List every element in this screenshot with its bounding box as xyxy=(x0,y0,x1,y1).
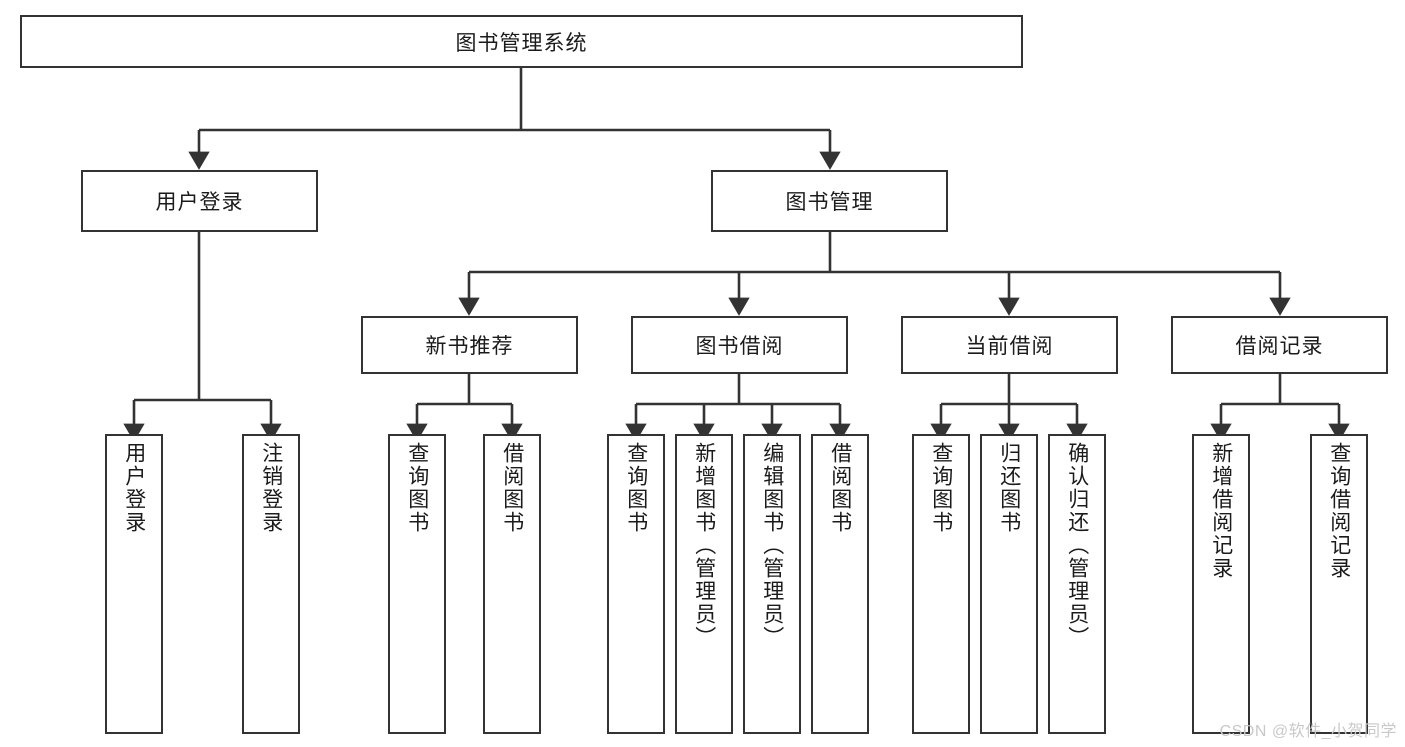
node-label: 图书借阅 xyxy=(695,335,784,358)
node-label: 当前借阅 xyxy=(965,335,1054,358)
node-label: 查询借阅记录 xyxy=(1327,442,1351,580)
node-label: 图书管理系统 xyxy=(455,31,588,55)
node-label: 借阅记录 xyxy=(1235,335,1324,358)
node-leaf-borrow-book-recommendation[interactable]: 借阅图书 xyxy=(483,434,541,734)
node-label: 注销登录 xyxy=(259,442,283,534)
node-label: 图书管理 xyxy=(785,191,874,214)
node-label: 新书推荐 xyxy=(425,335,514,358)
node-label: 新增图书（管理员） xyxy=(692,442,716,649)
node-leaf-user-login[interactable]: 用户登录 xyxy=(105,434,163,734)
node-label: 编辑图书（管理员） xyxy=(760,442,784,649)
node-leaf-query-book-recommendation[interactable]: 查询图书 xyxy=(388,434,446,734)
node-label: 归还图书 xyxy=(997,442,1021,534)
node-label: 查询图书 xyxy=(929,442,953,534)
node-leaf-user-logout[interactable]: 注销登录 xyxy=(242,434,300,734)
node-leaf-edit-book-admin[interactable]: 编辑图书（管理员） xyxy=(743,434,801,734)
node-label: 查询图书 xyxy=(405,442,429,534)
node-current-borrowing[interactable]: 当前借阅 xyxy=(901,316,1118,374)
node-label: 用户登录 xyxy=(122,442,146,534)
node-borrowing-records[interactable]: 借阅记录 xyxy=(1171,316,1388,374)
node-label: 查询图书 xyxy=(624,442,648,534)
node-label: 确认归还（管理员） xyxy=(1065,442,1089,649)
node-leaf-add-book-admin[interactable]: 新增图书（管理员） xyxy=(675,434,733,734)
node-leaf-query-book-borrowing[interactable]: 查询图书 xyxy=(607,434,665,734)
node-leaf-query-book-current[interactable]: 查询图书 xyxy=(912,434,970,734)
node-label: 借阅图书 xyxy=(828,442,852,534)
node-label: 借阅图书 xyxy=(500,442,524,534)
node-label: 用户登录 xyxy=(155,191,244,214)
node-root-book-management-system[interactable]: 图书管理系统 xyxy=(20,15,1023,68)
node-new-book-recommendation[interactable]: 新书推荐 xyxy=(361,316,578,374)
watermark-text: CSDN @软件_小贺同学 xyxy=(1219,723,1397,740)
node-book-borrowing[interactable]: 图书借阅 xyxy=(631,316,848,374)
node-leaf-query-borrow-record[interactable]: 查询借阅记录 xyxy=(1310,434,1368,734)
node-leaf-confirm-return-admin[interactable]: 确认归还（管理员） xyxy=(1048,434,1106,734)
node-book-management[interactable]: 图书管理 xyxy=(711,170,948,232)
node-label: 新增借阅记录 xyxy=(1209,442,1233,580)
node-leaf-borrow-book-borrowing[interactable]: 借阅图书 xyxy=(811,434,869,734)
node-leaf-return-book[interactable]: 归还图书 xyxy=(980,434,1038,734)
node-leaf-add-borrow-record[interactable]: 新增借阅记录 xyxy=(1192,434,1250,734)
node-user-login[interactable]: 用户登录 xyxy=(81,170,318,232)
